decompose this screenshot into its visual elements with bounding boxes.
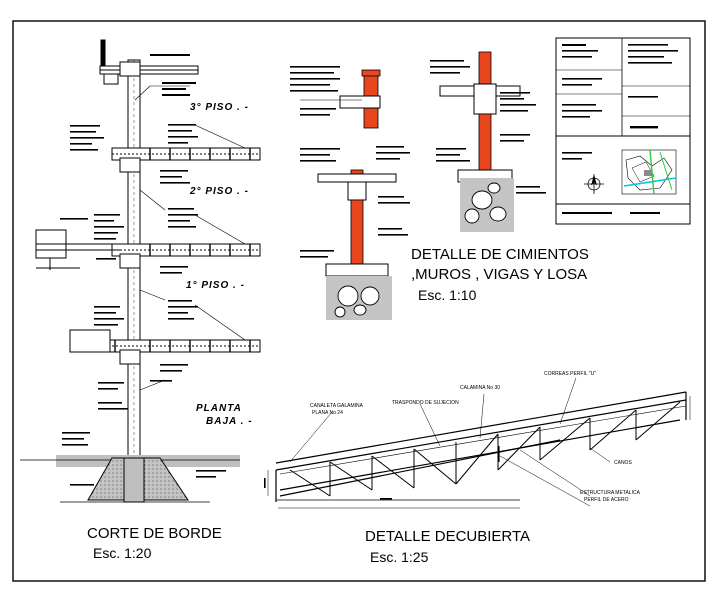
cimientos-scale: Esc. 1:10 <box>418 287 477 303</box>
corte-borde-scale: Esc. 1:20 <box>93 545 152 561</box>
cubierta-note-canaleta: CANALETA GALAMINA <box>310 403 363 409</box>
location-minimap <box>621 149 677 195</box>
compass-rose-icon <box>584 174 604 194</box>
cubierta-note-correas: CORREAS PERFIL "U" <box>544 371 596 377</box>
cubierta-dimension-marks <box>264 446 500 500</box>
cubierta-note-plana: PLANA No 24 <box>312 410 343 416</box>
cubierta-title: DETALLE DECUBIERTA <box>365 528 531 545</box>
ground-floor-label-line2: BAJA . - <box>206 416 253 427</box>
sheet-border <box>12 20 706 582</box>
cubierta-note-perfil: PERFIL DE ACERO <box>584 497 629 503</box>
floor-label-3: 3° PISO . - <box>190 102 249 113</box>
corte-annotations <box>60 54 226 486</box>
cubierta-note-estructura: ESTRUCTURA METALICA <box>580 490 640 496</box>
floor-label-1: 1° PISO . - <box>186 280 245 291</box>
ground-floor-label-line1: PLANTA <box>196 403 242 414</box>
corte-de-borde-section <box>20 39 261 503</box>
floor-label-2: 2° PISO . - <box>190 186 249 197</box>
title-block <box>555 37 691 225</box>
title-block-text <box>562 44 678 214</box>
cimientos-title-line1: DETALLE DE CIMIENTOS <box>411 246 589 263</box>
cubierta-note-calamina: CALAMINA No 30 <box>460 385 501 391</box>
cubierta-note-canos: CANOS <box>614 460 632 466</box>
cimientos-annotations <box>290 60 546 258</box>
cubierta-note-traspondo: TRASPONDO DE SUJECION <box>392 400 459 406</box>
cimientos-title-line2: ,MUROS , VIGAS Y LOSA <box>411 266 588 283</box>
corte-borde-title: CORTE DE BORDE <box>87 525 222 542</box>
detalle-cubierta-section <box>267 377 691 509</box>
cubierta-scale: Esc. 1:25 <box>370 549 429 565</box>
detalle-cimientos-section <box>300 51 521 320</box>
